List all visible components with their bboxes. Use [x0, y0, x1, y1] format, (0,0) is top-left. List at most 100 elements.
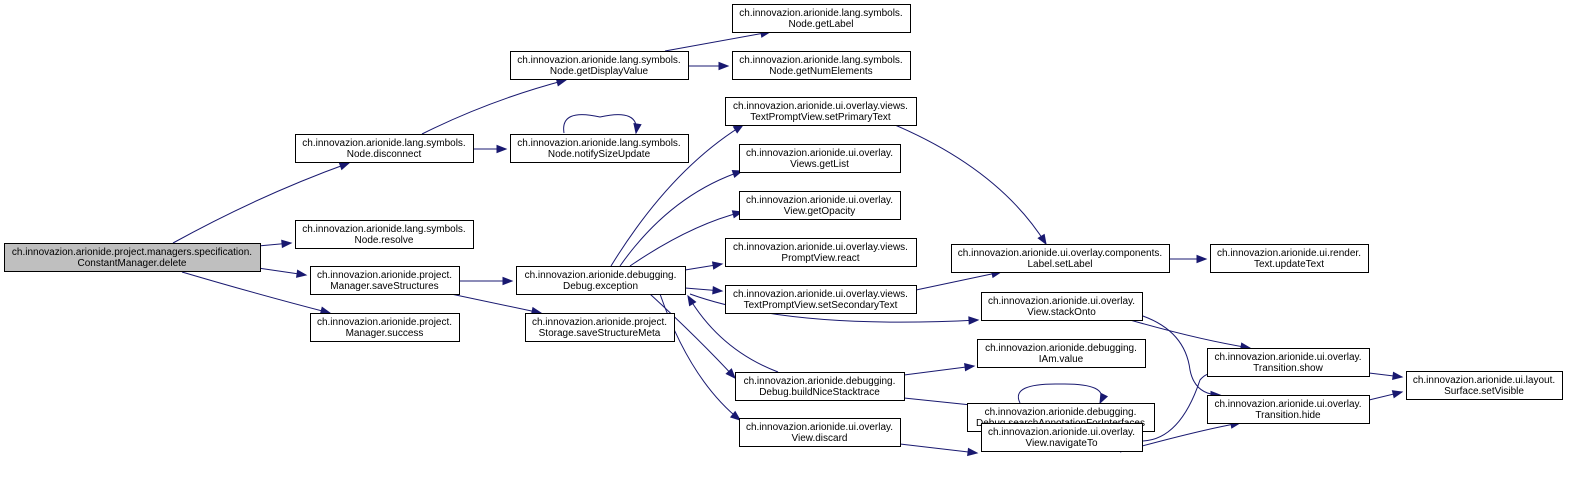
- node-label-line: ch.innovazion.arionide.ui.overlay.: [1214, 352, 1361, 363]
- node-disconnect[interactable]: ch.innovazion.arionide.lang.symbols.Node…: [295, 134, 474, 163]
- edge-line: [629, 211, 743, 267]
- node-getLabel[interactable]: ch.innovazion.arionide.lang.symbols.Node…: [732, 4, 911, 33]
- node-saveStructures[interactable]: ch.innovazion.arionide.project.Manager.s…: [310, 266, 460, 295]
- node-buildNiceStacktrace[interactable]: ch.innovazion.arionide.debugging.Debug.b…: [735, 372, 905, 401]
- node-box: [951, 244, 1170, 273]
- node-label-line: Label.setLabel: [1027, 259, 1092, 270]
- node-label-line: Surface.setVisible: [1444, 386, 1524, 397]
- node-label-line: ch.innovazion.arionide.project.: [532, 317, 667, 328]
- node-label-line: ch.innovazion.arionide.lang.symbols.: [739, 55, 902, 66]
- node-updateText[interactable]: ch.innovazion.arionide.ui.render.Text.up…: [1210, 244, 1369, 273]
- node-react[interactable]: ch.innovazion.arionide.ui.overlay.views.…: [725, 238, 917, 267]
- nodes: ch.innovazion.arionide.project.managers.…: [4, 4, 1563, 452]
- node-label-line: Node.disconnect: [347, 149, 422, 160]
- arrowhead: [967, 447, 979, 457]
- node-box: [295, 134, 474, 163]
- edge-line: [619, 170, 743, 267]
- node-box: [510, 134, 689, 163]
- edge-line: [915, 271, 1002, 291]
- node-box: [981, 423, 1143, 452]
- node-label-line: ch.innovazion.arionide.project.: [317, 270, 452, 281]
- node-exception[interactable]: ch.innovazion.arionide.debugging.Debug.e…: [516, 266, 686, 295]
- node-label-line: ConstantManager.delete: [78, 258, 187, 269]
- node-setVisible[interactable]: ch.innovazion.arionide.ui.layout.Surface…: [1406, 371, 1563, 400]
- node-label-line: View.getOpacity: [784, 206, 856, 217]
- node-label-line: ch.innovazion.arionide.lang.symbols.: [302, 138, 465, 149]
- node-label-line: ch.innovazion.arionide.ui.overlay.views.: [733, 289, 908, 300]
- call-edge: [563, 114, 642, 135]
- arrowhead: [712, 286, 724, 295]
- node-getOpacity[interactable]: ch.innovazion.arionide.ui.overlay.View.g…: [739, 191, 901, 220]
- node-stackOnto[interactable]: ch.innovazion.arionide.ui.overlay.View.s…: [981, 292, 1143, 321]
- node-box: [1210, 244, 1369, 273]
- node-label-line: ch.innovazion.arionide.debugging.: [985, 407, 1137, 418]
- node-label-line: Manager.saveStructures: [330, 281, 438, 292]
- node-box: [732, 4, 911, 33]
- node-notifySizeUpdate[interactable]: ch.innovazion.arionide.lang.symbols.Node…: [510, 134, 689, 163]
- arrowhead: [729, 410, 742, 421]
- node-setSecondaryText[interactable]: ch.innovazion.arionide.ui.overlay.views.…: [725, 285, 917, 314]
- node-label-line: View.navigateTo: [1025, 438, 1098, 449]
- call-edge: [684, 261, 724, 271]
- node-box: [310, 266, 460, 295]
- node-label-line: IAm.value: [1039, 354, 1084, 365]
- node-resolve[interactable]: ch.innovazion.arionide.lang.symbols.Node…: [295, 220, 474, 249]
- node-label-line: Debug.buildNiceStacktrace: [759, 387, 880, 398]
- node-getList[interactable]: ch.innovazion.arionide.ui.overlay.Views.…: [739, 144, 901, 173]
- node-success[interactable]: ch.innovazion.arionide.project.Manager.s…: [310, 313, 460, 342]
- arrowhead: [496, 144, 508, 154]
- edge-line: [903, 365, 975, 376]
- edge-line: [689, 293, 979, 323]
- node-label-line: Node.resolve: [355, 235, 414, 246]
- node-getNumElements[interactable]: ch.innovazion.arionide.lang.symbols.Node…: [732, 51, 911, 80]
- edge-line: [421, 79, 567, 135]
- node-label-line: ch.innovazion.arionide.ui.overlay.: [988, 296, 1135, 307]
- node-box: [310, 313, 460, 342]
- call-edge: [684, 286, 724, 295]
- node-label-line: Node.notifySizeUpdate: [548, 149, 651, 160]
- node-setLabel[interactable]: ch.innovazion.arionide.ui.overlay.compon…: [951, 244, 1170, 273]
- node-getDisplayValue[interactable]: ch.innovazion.arionide.lang.symbols.Node…: [510, 51, 689, 80]
- node-saveStructureMeta[interactable]: ch.innovazion.arionide.project.Storage.s…: [525, 313, 675, 342]
- node-box: [525, 313, 675, 342]
- node-label-line: ch.innovazion.arionide.ui.overlay.: [1214, 399, 1361, 410]
- call-edge: [649, 293, 736, 380]
- node-box: [725, 238, 917, 267]
- node-label-line: ch.innovazion.arionide.ui.overlay.compon…: [958, 248, 1162, 259]
- call-edge: [473, 144, 508, 154]
- node-label-line: ch.innovazion.arionide.ui.overlay.: [746, 422, 893, 433]
- arrowhead: [502, 276, 514, 286]
- node-label-line: Storage.saveStructureMeta: [539, 328, 661, 339]
- node-label-line: Debug.exception: [563, 281, 638, 292]
- node-show[interactable]: ch.innovazion.arionide.ui.overlay.Transi…: [1207, 348, 1370, 377]
- node-label-line: ch.innovazion.arionide.project.: [317, 317, 452, 328]
- node-label-line: Node.getNumElements: [769, 66, 872, 77]
- node-label-line: View.stackOnto: [1027, 307, 1096, 318]
- node-hide[interactable]: ch.innovazion.arionide.ui.overlay.Transi…: [1207, 395, 1370, 424]
- node-IAmvalue[interactable]: ch.innovazion.arionide.debugging.IAm.val…: [977, 339, 1146, 368]
- node-navigateTo[interactable]: ch.innovazion.arionide.ui.overlay.View.n…: [981, 423, 1143, 452]
- node-discard[interactable]: ch.innovazion.arionide.ui.overlay.View.d…: [739, 418, 901, 447]
- node-label-line: ch.innovazion.arionide.ui.render.: [1217, 248, 1361, 259]
- call-edge: [1017, 383, 1109, 405]
- node-label-line: ch.innovazion.arionide.ui.layout.: [1413, 375, 1555, 386]
- edge-line: [899, 443, 978, 454]
- arrowhead: [1391, 390, 1404, 399]
- edge-line: [1129, 319, 1251, 349]
- node-box: [732, 51, 911, 80]
- call-edge: [915, 269, 1003, 291]
- node-setPrimaryText[interactable]: ch.innovazion.arionide.ui.overlay.views.…: [725, 97, 917, 126]
- node-label-line: TextPromptView.setPrimaryText: [750, 112, 891, 123]
- node-box: [735, 372, 905, 401]
- call-edge: [899, 443, 979, 457]
- node-box: [981, 292, 1143, 321]
- node-label-line: ch.innovazion.arionide.debugging.: [744, 376, 896, 387]
- arrowhead: [732, 124, 745, 134]
- node-label-line: TextPromptView.setSecondaryText: [744, 300, 898, 311]
- node-delete[interactable]: ch.innovazion.arionide.project.managers.…: [4, 243, 261, 272]
- node-label-line: Manager.success: [346, 328, 424, 339]
- node-label-line: ch.innovazion.arionide.debugging.: [985, 343, 1137, 354]
- node-box: [295, 220, 474, 249]
- node-box: [725, 97, 917, 126]
